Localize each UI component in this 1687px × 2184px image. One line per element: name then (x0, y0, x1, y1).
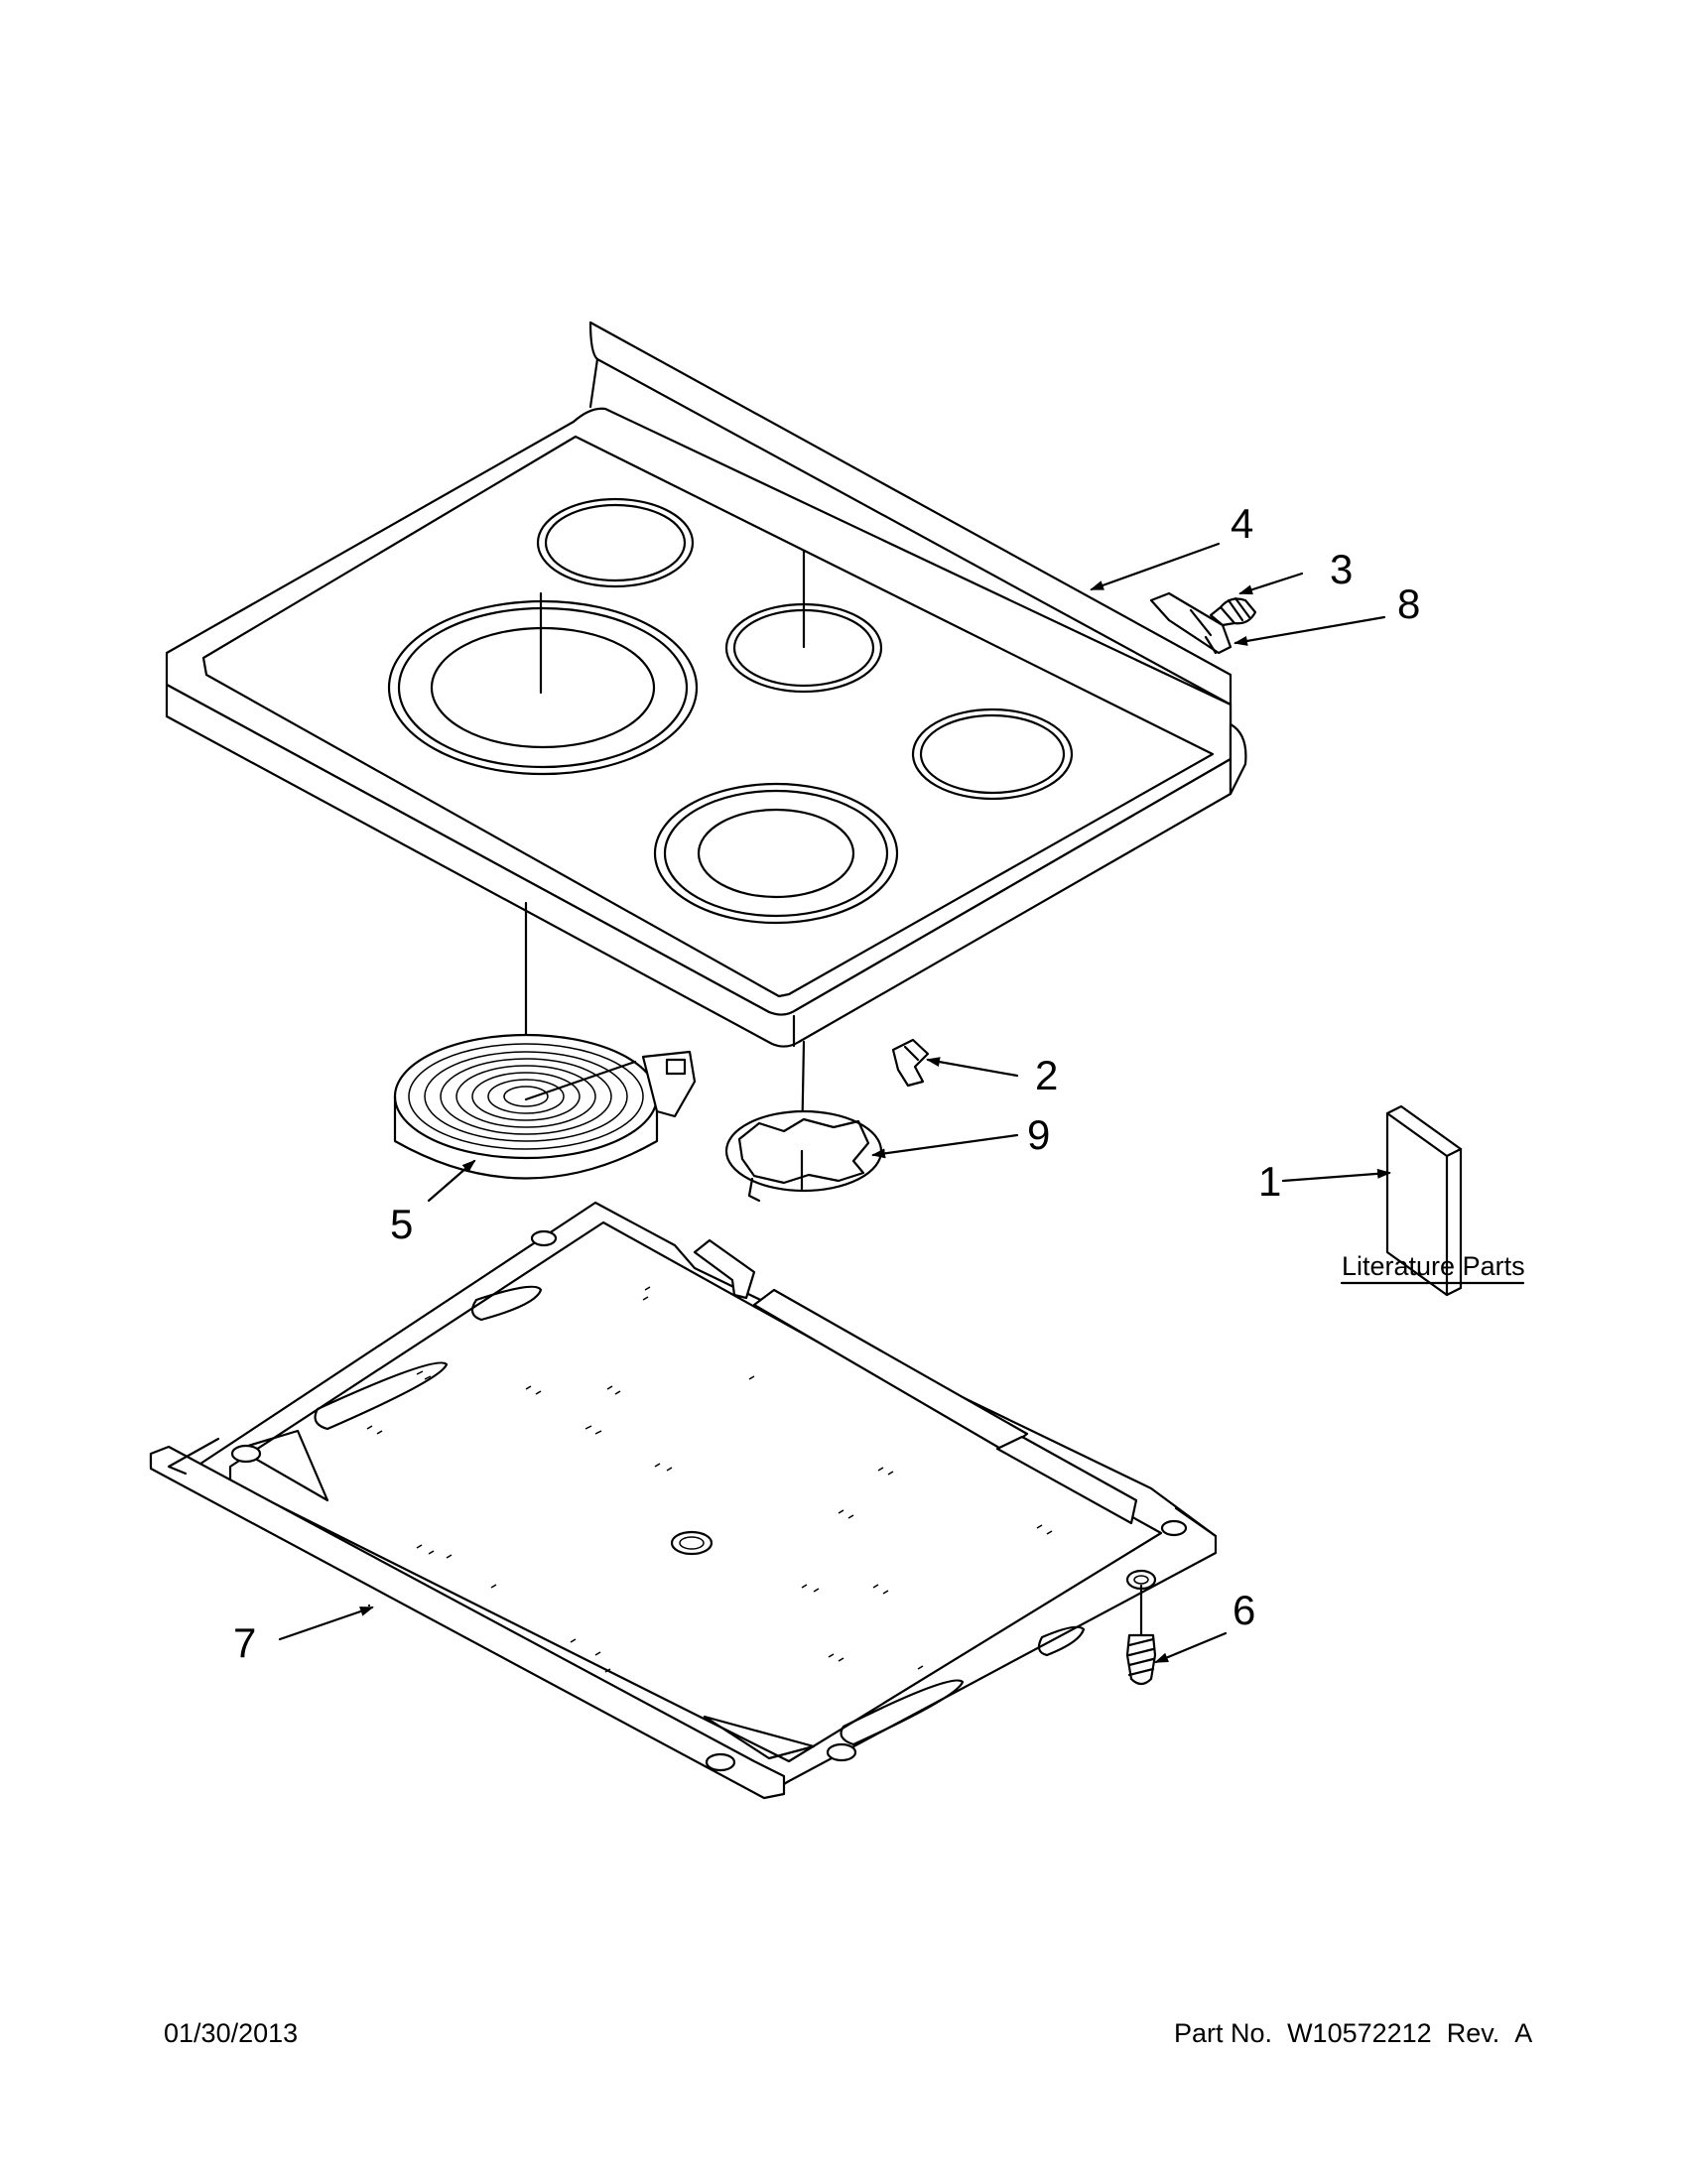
callout-arrows (278, 542, 1391, 1664)
literature-parts-label: Literature Parts (1342, 1251, 1525, 1281)
burner-box (149, 1201, 1218, 1800)
callout-8: 8 (1397, 580, 1420, 627)
callout-5: 5 (390, 1201, 413, 1247)
cooktop-burners (387, 497, 1074, 925)
callout-4: 4 (1231, 500, 1253, 547)
screw-part-6 (1125, 1584, 1157, 1686)
screw-part-3 (1209, 596, 1257, 627)
callout-7: 7 (233, 1619, 256, 1666)
part-number: W10572212 (1287, 2018, 1432, 2048)
sensor-shield (724, 1040, 883, 1203)
radiant-surface-element (393, 901, 697, 1180)
callout-2: 2 (1035, 1052, 1058, 1098)
callout-1: 1 (1258, 1158, 1281, 1205)
callout-9: 9 (1027, 1111, 1050, 1158)
rev-value: A (1514, 2018, 1533, 2048)
footer-part-info: Part No. W10572212 Rev. A (1159, 1988, 1532, 2049)
literature-parts-booklet (1385, 1104, 1463, 1297)
bracket-part-8 (1149, 591, 1233, 655)
print-date: 01/30/2013 (164, 2018, 299, 2048)
callout-3: 3 (1330, 546, 1353, 592)
part-label: Part No. (1174, 2018, 1273, 2048)
cooktop-glass (165, 321, 1247, 1048)
callout-6: 6 (1233, 1587, 1255, 1633)
rev-label: Rev. (1446, 2018, 1500, 2048)
footer-date: 01/30/2013 (149, 1988, 298, 2049)
cooktop-clip (891, 1038, 930, 1088)
